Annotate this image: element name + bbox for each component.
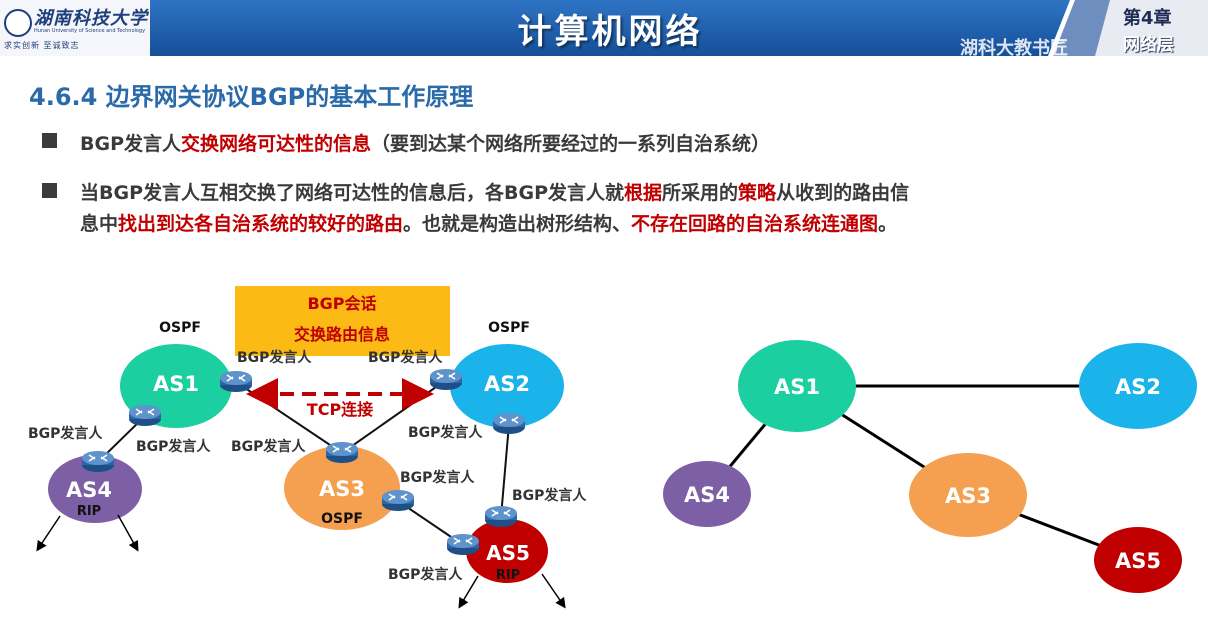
as1-label: AS1: [153, 372, 199, 396]
bullet-square-icon: [42, 133, 57, 148]
graph-as5-label: AS5: [1115, 549, 1161, 573]
bullet-highlight: 策略: [738, 182, 777, 204]
graph-as2-node: [1079, 343, 1197, 429]
header-banner: [130, 0, 1208, 56]
as2-node: [450, 344, 564, 428]
bgp-diagram: BGP会话 交换路由信息 TCP连接 OSPF AS1 OSPF AS2 AS3…: [28, 286, 1197, 609]
bgp-speaker-label: BGP发言人: [512, 487, 587, 504]
bgp-speaker-label: BGP发言人: [388, 566, 463, 583]
bgp-session-label: BGP会话: [307, 294, 376, 313]
bullet-square-icon: [42, 183, 57, 198]
tcp-connection-label: TCP连接: [307, 400, 373, 419]
bgp-speaker-label: BGP发言人: [28, 425, 103, 442]
graph-as3-node: [909, 453, 1027, 537]
router-icon: [484, 505, 518, 528]
bullet-highlight: 交换网络可达性的信息: [181, 133, 372, 155]
router-icon: [325, 441, 359, 464]
bullet-text: 当BGP发言人互相交换了网络可达性的信息后，各BGP发言人就: [80, 182, 625, 204]
bullet-text: BGP发言人: [80, 133, 182, 155]
bullet-text: 从收到的路由信: [776, 182, 910, 204]
graph-as1-label: AS1: [774, 375, 820, 399]
router-icon: [219, 370, 253, 393]
section-title: 4.6.4 边界网关协议BGP的基本工作原理: [29, 83, 474, 111]
header-bar: 湖南科技大学 Hunan University of Science and T…: [0, 0, 1208, 59]
bullet-2-line-1: 当BGP发言人互相交换了网络可达性的信息后，各BGP发言人就根据所采用的策略从收…: [80, 178, 909, 205]
university-emblem-icon: [4, 9, 32, 37]
exchange-routing-label: 交换路由信息: [294, 325, 390, 344]
as5-label: AS5: [486, 541, 530, 565]
as1-protocol: OSPF: [159, 320, 201, 336]
bullet-1-line-1: BGP发言人交换网络可达性的信息（要到达某个网络所要经过的一系列自治系统）: [80, 129, 770, 156]
router-icon: [81, 450, 115, 473]
router-icon: [446, 533, 480, 556]
router-icon: [381, 489, 415, 512]
bgp-speaker-label: BGP发言人: [400, 469, 475, 486]
bullet-highlight: 不存在回路的自治系统连通图: [631, 213, 879, 235]
graph-as4-node: [663, 461, 751, 527]
bullet-text: 所采用的: [662, 182, 739, 204]
bullet-text: 息中: [80, 213, 119, 235]
graph-as5-node: [1094, 527, 1182, 593]
bgp-speaker-label: BGP发言人: [136, 438, 211, 455]
as3-node: [284, 446, 400, 530]
as4-label: AS4: [66, 478, 112, 502]
bgp-speaker-label: BGP发言人: [368, 349, 443, 366]
graph-as3-label: AS3: [945, 484, 991, 508]
router-icon: [429, 368, 463, 391]
bgp-speaker-label: BGP发言人: [237, 349, 312, 366]
router-icon: [492, 412, 526, 435]
router-icon: [128, 404, 162, 427]
chapter-number: 第4章: [1123, 8, 1172, 29]
as2-protocol: OSPF: [488, 320, 530, 336]
bgp-session-box: [235, 286, 450, 356]
as5-node: [466, 519, 548, 583]
course-title: 计算机网络: [517, 12, 703, 52]
as2-label: AS2: [484, 372, 530, 396]
bullet-highlight: 根据: [624, 182, 663, 204]
as4-protocol: RIP: [77, 504, 101, 519]
graph-as1-node: [738, 340, 856, 432]
bullet-text: 。也就是构造出树形结构、: [403, 213, 632, 235]
graph-as2-label: AS2: [1115, 375, 1161, 399]
university-logo: 湖南科技大学 Hunan University of Science and T…: [0, 0, 150, 56]
bullet-text: 。: [878, 213, 898, 235]
bullet-highlight: 找出到达各自治系统的较好的路由: [118, 213, 404, 235]
university-english-name: Hunan University of Science and Technolo…: [34, 28, 146, 34]
as3-label: AS3: [319, 477, 365, 501]
university-name: 湖南科技大学: [34, 8, 148, 29]
bullet-2-line-2: 息中找出到达各自治系统的较好的路由。也就是构造出树形结构、不存在回路的自治系统连…: [80, 209, 897, 236]
chapter-subtitle: 网络层: [1123, 35, 1174, 55]
as4-node: [48, 455, 142, 523]
bgp-speaker-label: BGP发言人: [408, 424, 483, 441]
as5-protocol: RIP: [496, 568, 520, 583]
university-motto: 求实创新 至诚致志: [4, 41, 80, 50]
graph-as4-label: AS4: [684, 483, 730, 507]
bgp-speaker-label: BGP发言人: [231, 438, 306, 455]
as3-protocol: OSPF: [321, 511, 363, 527]
bullet-text: （要到达某个网络所要经过的一系列自治系统）: [371, 133, 771, 155]
watermark: 湖科大教书匠: [960, 38, 1068, 59]
outgoing-arrows: [36, 514, 566, 609]
